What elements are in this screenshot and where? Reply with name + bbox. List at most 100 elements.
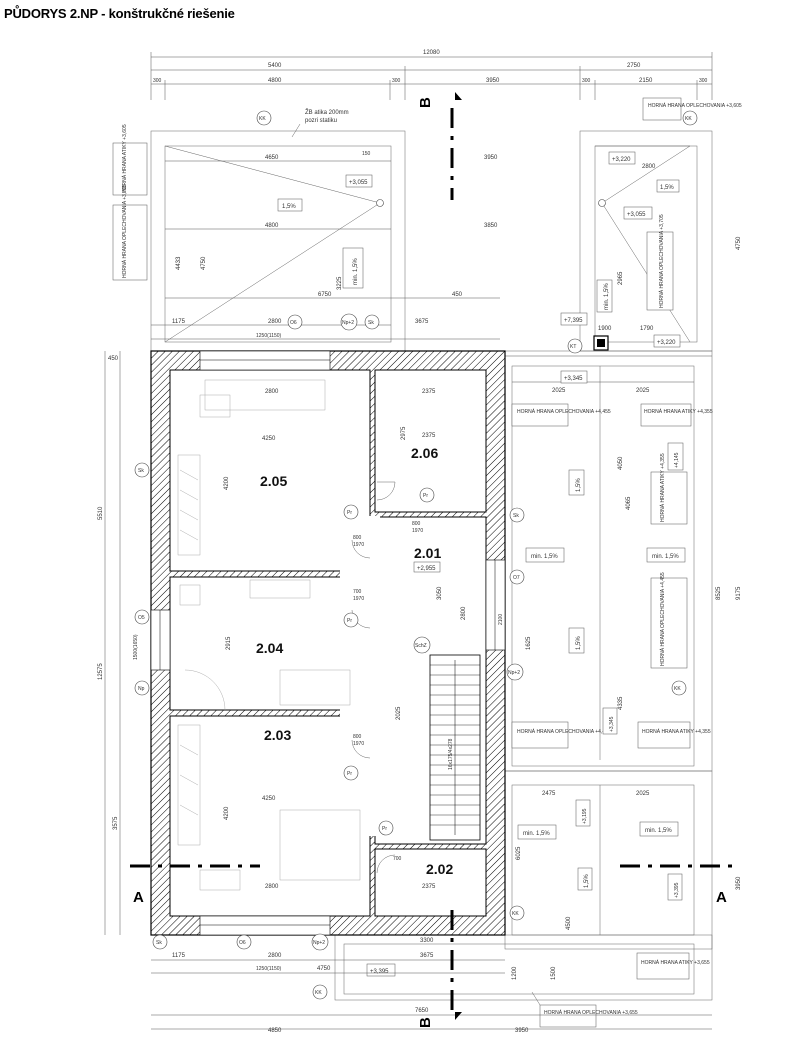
section-b-bottom: B <box>417 1017 434 1028</box>
tag-sk-2: Sk <box>138 468 144 474</box>
note-hh-atiky-4355: HORNÁ HRANA ATIKY +4,355 <box>644 408 713 415</box>
tag-sk-3: Sk <box>513 513 519 519</box>
tag-pr-2: Pr <box>347 510 352 516</box>
door-1970-1: 1970 <box>353 542 364 548</box>
tag-kk-5: KK <box>315 990 322 996</box>
dim-3950: 3950 <box>486 78 500 84</box>
tag-schz: SchZ <box>415 643 427 649</box>
dim-6025: 6025 <box>516 846 522 860</box>
tag-kk-1: KK <box>259 116 266 122</box>
note-hh-atiky-3605: HORNÁ HRANA ATIKY +3,605 <box>121 124 128 193</box>
level-3220-b: +3,220 <box>657 340 676 346</box>
dim-1500: 1500 <box>551 966 557 980</box>
dim-9175: 9175 <box>736 586 742 600</box>
room-2-03: 2.03 <box>264 727 291 743</box>
dim-7650: 7650 <box>415 1008 429 1014</box>
dim-4800: 4800 <box>268 78 282 84</box>
dim-4335: 4335 <box>618 696 624 710</box>
dim-2915: 2915 <box>226 636 232 650</box>
dim-4650: 4650 <box>265 155 279 161</box>
dim-6750: 6750 <box>318 292 332 298</box>
dim-300-b: 300 <box>392 78 401 84</box>
slope-8: 1,5% <box>576 636 582 650</box>
dim-3675: 3675 <box>415 319 429 325</box>
dim-2025-c: 2025 <box>636 791 650 797</box>
dim-1250-a: 1250(1150) <box>256 333 282 339</box>
dim-2150: 2150 <box>639 78 653 84</box>
level-7395: +7,395 <box>564 318 583 324</box>
tag-kk-3: KK <box>674 686 681 692</box>
dim-1175-b: 1175 <box>172 953 186 959</box>
dim-300-a: 300 <box>153 78 162 84</box>
tag-pr-4: Pr <box>347 771 352 777</box>
door-labels: 800 1970 700 1970 800 1970 800 1970 700 … <box>133 521 504 862</box>
dim-4500: 4500 <box>566 916 572 930</box>
roof-terrace-right-upper: HORNÁ HRANA OPLECHOVANIA +3,605 +3,220 1… <box>560 97 742 352</box>
dim-2025-a: 2025 <box>552 388 566 394</box>
tag-pr-3: Pr <box>347 618 352 624</box>
tag-pr-5: Pr <box>382 826 387 832</box>
dim-300-c: 300 <box>582 78 591 84</box>
level-3345-b: +3,345 <box>609 716 615 732</box>
room-2-06: 2.06 <box>411 445 438 461</box>
dim-4750-bottom: 4750 <box>317 966 331 972</box>
dim-3050: 3050 <box>437 586 443 600</box>
level-3345-a: +3,345 <box>564 376 583 382</box>
slope-11: min. 1,5% <box>645 828 672 834</box>
door-800-3: 800 <box>353 734 362 740</box>
note-zb-atika: ŽB atika 200mm <box>305 108 349 116</box>
slope-3: 1,5% <box>660 185 674 191</box>
note-hh-opl-3705: HORNÁ HRANA OPLECHOVANIA +3,705 <box>121 184 128 278</box>
dim-2750: 2750 <box>627 63 641 69</box>
window-1500-left: 1500(1650) <box>133 634 139 660</box>
dim-2800-a: 2800 <box>268 319 282 325</box>
dim-450-a: 450 <box>452 292 463 298</box>
dim-2965: 2965 <box>618 271 624 285</box>
dim-4200-a: 4200 <box>224 476 230 490</box>
dim-1175-a: 1175 <box>172 319 186 325</box>
dim-8525: 8525 <box>716 586 722 600</box>
note-hh-opl-3605: HORNÁ HRANA OPLECHOVANIA +3,605 <box>648 102 742 109</box>
dim-2800-203: 2800 <box>265 884 279 890</box>
dim-12575: 12575 <box>98 663 104 680</box>
bottom-dimensions: 1175 2800 1250(1150) 4750 3675 7650 4850… <box>151 953 712 1034</box>
roof-terrace-left: 4650 4800 6750 2800 1250(1150) 1175 450 … <box>112 108 500 352</box>
door-700: 700 <box>353 589 362 595</box>
slope-7: min. 1,5% <box>652 554 679 560</box>
section-b-top: B <box>417 97 434 108</box>
dim-2375-c: 2375 <box>422 884 436 890</box>
dim-4050: 4050 <box>618 456 624 470</box>
dim-4750-b: 4750 <box>736 236 742 250</box>
dim-4200-b: 4200 <box>224 806 230 820</box>
dim-1200: 1200 <box>512 966 518 980</box>
dim-2800-b: 2800 <box>642 164 656 170</box>
dim-2800-room205: 2800 <box>265 389 279 395</box>
tag-kt: KT <box>570 344 576 350</box>
tag-np2-3: Np+2 <box>313 940 325 946</box>
dim-4250-203: 4250 <box>262 796 276 802</box>
tag-kk-4: KK <box>512 911 519 917</box>
slope-5: 1,5% <box>576 478 582 492</box>
level-4145: +4,145 <box>674 452 680 468</box>
door-1970-2: 1970 <box>412 528 423 534</box>
room-2-02: 2.02 <box>426 861 453 877</box>
tag-np: Np <box>138 686 145 692</box>
interior-dimensions: 2800 4250 2375 2375 2975 4200 3050 2800 … <box>224 389 467 890</box>
dim-4065: 4065 <box>626 496 632 510</box>
tag-sk-1: Sk <box>368 320 374 326</box>
tag-o5: O5 <box>138 615 145 621</box>
tag-o7: O7 <box>513 575 520 581</box>
dim-3850: 3850 <box>484 223 498 229</box>
dim-2375-b: 2375 <box>422 433 436 439</box>
tag-kk-2: KK <box>685 116 692 122</box>
door-1970-4: 1970 <box>353 741 364 747</box>
room-2-04: 2.04 <box>256 640 283 656</box>
dim-4800-b: 4800 <box>265 223 279 229</box>
door-800-1: 800 <box>353 535 362 541</box>
dim-2800-bottom: 2800 <box>268 953 282 959</box>
slope-2: min. 1,5% <box>353 258 359 285</box>
furniture <box>177 379 361 891</box>
dim-300-d: 300 <box>699 78 708 84</box>
level-3195: +3,195 <box>582 808 588 824</box>
slope-4: min. 1,5% <box>604 283 610 310</box>
